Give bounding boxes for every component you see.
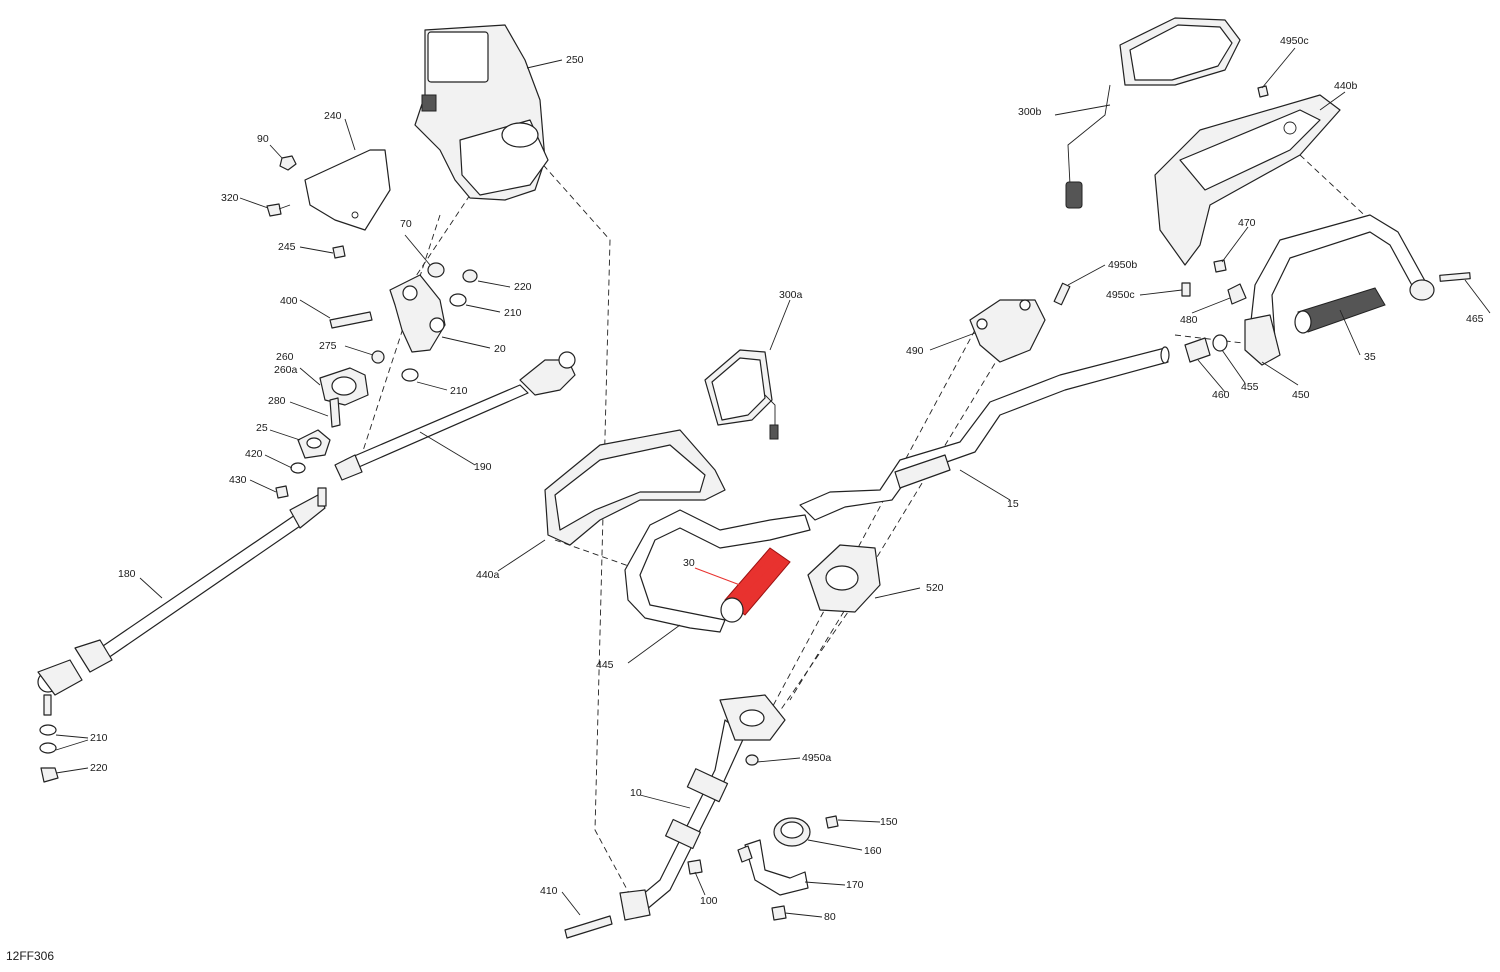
- callout-460: 460: [1212, 389, 1230, 401]
- callout-25: 25: [256, 422, 268, 434]
- callout-245: 245: [278, 241, 296, 253]
- callout-210-top: 210: [504, 307, 522, 319]
- pitman-arm: [389, 274, 446, 353]
- callout-30: 30: [683, 557, 695, 569]
- leader-lines: [55, 47, 1491, 918]
- callout-300a: 300a: [779, 289, 803, 301]
- callout-4950c-top: 4950c: [1280, 35, 1309, 47]
- upper-left-hardware: [266, 155, 478, 382]
- steering-column: [564, 694, 786, 939]
- callout-150: 150: [880, 816, 898, 828]
- callout-4950c: 4950c: [1106, 289, 1135, 301]
- right-hardware: [1181, 85, 1269, 363]
- callout-520: 520: [926, 582, 944, 594]
- lever-guard-right: [1244, 214, 1471, 366]
- tie-rod-left: [37, 487, 327, 783]
- callout-260: 260: [276, 351, 294, 363]
- callout-160: 160: [864, 845, 882, 857]
- callout-480: 480: [1180, 314, 1198, 326]
- mirror-right: [1065, 17, 1241, 209]
- callout-420: 420: [245, 448, 263, 460]
- callout-4950a: 4950a: [802, 752, 831, 764]
- callout-450: 450: [1292, 389, 1310, 401]
- upper-clamp: [969, 282, 1071, 363]
- callout-410: 410: [540, 885, 558, 897]
- callout-400: 400: [280, 295, 298, 307]
- callout-455: 455: [1241, 381, 1259, 393]
- callout-250: 250: [566, 54, 584, 66]
- callout-15: 15: [1007, 498, 1019, 510]
- callout-20: 20: [494, 343, 506, 355]
- callout-220-bottom: 220: [90, 762, 108, 774]
- callout-35: 35: [1364, 351, 1376, 363]
- callout-445: 445: [596, 659, 614, 671]
- tie-rod-right: [334, 351, 576, 481]
- handlebar: [799, 346, 1170, 521]
- callout-260a: 260a: [274, 364, 298, 376]
- callout-10: 10: [630, 787, 642, 799]
- callout-440a: 440a: [476, 569, 500, 581]
- callout-470: 470: [1238, 217, 1256, 229]
- callout-440b: 440b: [1334, 80, 1358, 92]
- callout-240: 240: [324, 110, 342, 122]
- callout-80: 80: [824, 911, 836, 923]
- callout-210-bottom: 210: [90, 732, 108, 744]
- mirror-left: [704, 349, 779, 440]
- grip-left-highlighted: [720, 547, 791, 623]
- handguard-right: [1154, 94, 1341, 266]
- grip-right: [1294, 287, 1386, 334]
- callout-320: 320: [221, 192, 239, 204]
- callout-100: 100: [700, 895, 718, 907]
- callout-220-top: 220: [514, 281, 532, 293]
- callout-4950b: 4950b: [1108, 259, 1137, 271]
- callout-430: 430: [229, 474, 247, 486]
- support-plate: [275, 367, 369, 499]
- callout-300b: 300b: [1018, 106, 1042, 118]
- callout-490: 490: [906, 345, 924, 357]
- callout-275: 275: [319, 340, 337, 352]
- callout-190: 190: [474, 461, 492, 473]
- callout-labels: 250 240 90 320 245 70 220 210 400 20 275…: [90, 35, 1484, 923]
- lower-clamp: [807, 544, 881, 613]
- column-bushing: [737, 815, 839, 921]
- handguard-left: [544, 429, 726, 546]
- callout-210-mid: 210: [450, 385, 468, 397]
- diagram-code: 12FF306: [6, 949, 54, 963]
- power-steering-unit: [414, 24, 549, 201]
- callout-180: 180: [118, 568, 136, 580]
- callout-465: 465: [1466, 313, 1484, 325]
- callout-170: 170: [846, 879, 864, 891]
- callout-280: 280: [268, 395, 286, 407]
- callout-70: 70: [400, 218, 412, 230]
- callout-90: 90: [257, 133, 269, 145]
- lever-guard-left: [624, 509, 811, 633]
- mounting-bracket: [304, 149, 391, 231]
